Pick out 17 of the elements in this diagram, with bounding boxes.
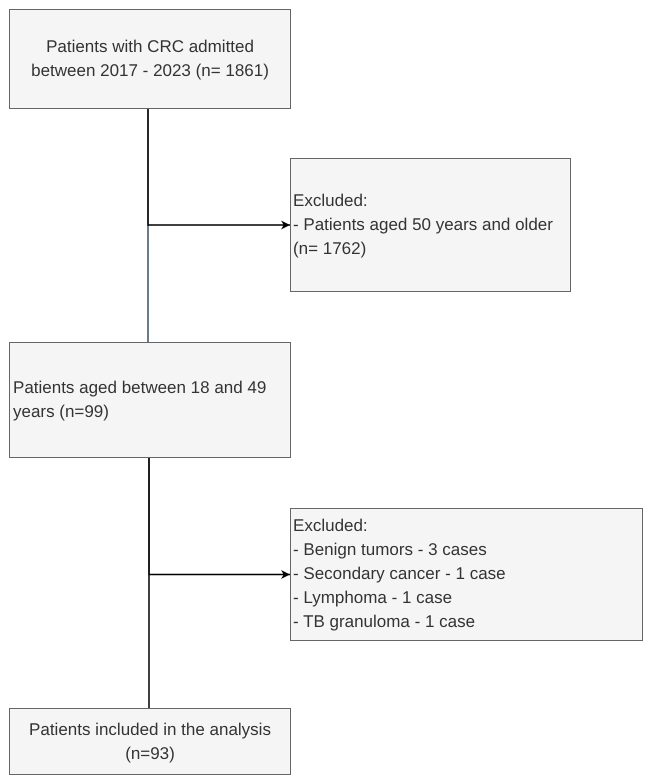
flow-box: [290, 508, 643, 641]
box-text: Patients with CRC admitted between 2017 - 2023 (n= 1861): [30, 36, 270, 82]
box-text: Excluded:: [293, 190, 368, 212]
flow-box: [9, 9, 291, 109]
box-text: Patients included in the analysis (n=93): [28, 718, 272, 764]
flow-box: [9, 708, 291, 775]
box-text: - Lymphoma - 1 case: [293, 587, 452, 609]
connector-arrow: [147, 109, 290, 230]
flow-box: [9, 342, 291, 458]
box-text: - Secondary cancer - 1 case: [293, 563, 506, 585]
flow-box: [290, 158, 571, 292]
connector-arrow: [148, 458, 290, 579]
box-text: Excluded:: [293, 515, 368, 537]
box-text: - Patients aged 50 years and older (n= 1762): [293, 214, 554, 260]
box-text: - TB granuloma - 1 case: [293, 611, 476, 633]
box-text: - Benign tumors - 3 cases: [293, 539, 487, 561]
box-text: Patients aged between 18 and 49 years (n=99): [13, 377, 268, 423]
